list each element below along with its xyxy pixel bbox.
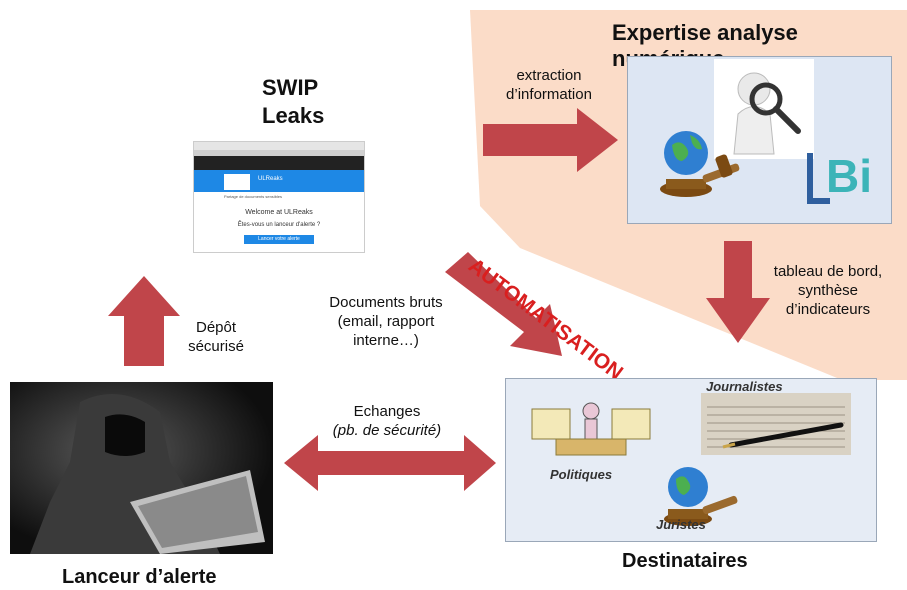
extraction-arrow (483, 108, 618, 172)
depot-label: Dépôt sécurisé (188, 319, 244, 355)
magnifier-person-icon (714, 59, 814, 159)
documents-arrow (445, 252, 562, 356)
swip-logo-icon (224, 174, 250, 190)
dashboard-arrow (706, 241, 770, 343)
expertise-box: Bi (627, 56, 892, 224)
exchanges-arrow (284, 435, 496, 491)
destinataires-title: Destinataires (622, 550, 748, 572)
exchanges-label: Echanges (pb. de sécurité) (332, 403, 442, 439)
juristes-globe-gavel-icon (654, 459, 744, 531)
globe-gavel-icon (652, 121, 744, 203)
destinataires-box: Politiques Journalistes Juristes (505, 378, 877, 542)
lanceur-title: Lanceur d’alerte (62, 566, 217, 588)
debate-figure-icon (526, 399, 656, 459)
pen-newspaper-icon (701, 393, 851, 455)
dashboard-label: tableau de bord, synthèse d’indicateurs (773, 263, 883, 318)
extraction-label: extraction d’information (506, 67, 592, 103)
swip-screenshot: ULReaks Partage de documents sensibles W… (193, 141, 365, 253)
swip-alert-button[interactable]: Lancer votre alerte (244, 235, 314, 244)
swip-title: SWIP Leaks (262, 75, 325, 128)
hooded-hacker-image (10, 382, 273, 554)
depot-arrow (108, 276, 180, 366)
documents-label: Documents bruts (email, rapport interne…… (329, 294, 443, 349)
lbi-logo: Bi (806, 147, 886, 207)
